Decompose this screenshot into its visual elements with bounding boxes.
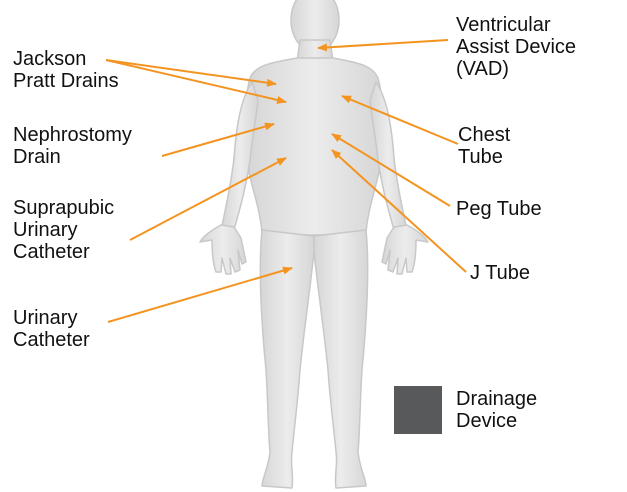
right-leg — [314, 230, 368, 488]
label-suprapubic-urinary-catheter: Suprapubic Urinary Catheter — [13, 197, 114, 263]
label-peg-tube: Peg Tube — [456, 198, 542, 220]
label-nephrostomy-drain: Nephrostomy Drain — [13, 124, 132, 168]
arrow-vad — [318, 40, 448, 48]
legend-label-drainage-device: Drainage Device — [456, 388, 537, 432]
label-j-tube: J Tube — [470, 262, 530, 284]
label-urinary-catheter: Urinary Catheter — [13, 307, 90, 351]
left-hand — [200, 225, 246, 274]
legend-swatch-drainage-device — [394, 386, 442, 434]
label-chest-tube: Chest Tube — [458, 124, 510, 168]
torso — [246, 58, 382, 235]
label-vad: Ventricular Assist Device (VAD) — [456, 14, 576, 80]
label-jackson-pratt-drains: Jackson Pratt Drains — [13, 48, 119, 92]
